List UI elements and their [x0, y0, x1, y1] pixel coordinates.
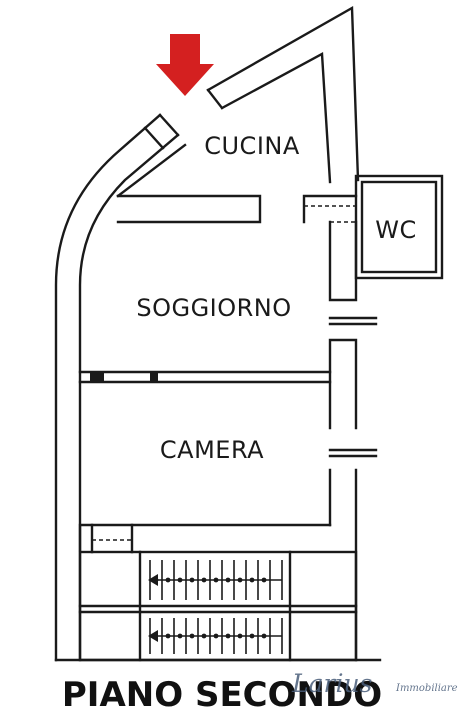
- stair-dot: [249, 633, 255, 639]
- stair-dot: [177, 577, 183, 583]
- living-bedroom-partition: [78, 370, 332, 384]
- stair-divider: [78, 604, 358, 614]
- stair-dot: [201, 633, 207, 639]
- partition-marker-mid: [150, 373, 158, 381]
- stair-dot: [225, 633, 231, 639]
- living-door-gap: [328, 316, 378, 326]
- wc-inner: [360, 180, 438, 274]
- stair-dot: [165, 633, 171, 639]
- kitchen-opening-dash: [304, 205, 356, 223]
- kitchen-diagonal: [116, 143, 187, 198]
- room-label-bedroom: CAMERA: [160, 436, 264, 464]
- stair-dot: [237, 633, 243, 639]
- bedroom-right-wall: [328, 468, 358, 662]
- stair-dots-lower: [148, 630, 267, 642]
- outer-wall-left: [54, 113, 162, 662]
- stair-dot: [213, 577, 219, 583]
- inner-wall-right: [220, 52, 332, 184]
- partition-marker-left: [90, 372, 104, 382]
- stair-dot: [213, 633, 219, 639]
- floor-title: PIANO SECONDO: [62, 675, 382, 715]
- inner-wall-left: [78, 133, 180, 662]
- stair-arrow-head-lower: [148, 630, 158, 642]
- stair-dot: [189, 577, 195, 583]
- partition-fill: [90, 372, 158, 382]
- stair-dot: [225, 577, 231, 583]
- entrance-wall-stub: [143, 113, 180, 150]
- stair-dot: [261, 577, 267, 583]
- living-right-wall: [328, 220, 358, 302]
- bedroom-bottom-wall: [78, 523, 332, 552]
- walls: [54, 5, 444, 662]
- room-label-kitchen: CUCINA: [204, 132, 300, 160]
- room-label-living: SOGGIORNO: [136, 294, 291, 322]
- kitchen-partition: [116, 194, 358, 224]
- stair-dots-upper: [148, 574, 267, 586]
- bedroom-door-gap: [328, 448, 378, 458]
- stair-dot: [261, 633, 267, 639]
- brand-name: Larius: [291, 669, 372, 698]
- stair-dot: [189, 633, 195, 639]
- stair-dot: [177, 633, 183, 639]
- room-label-wc: WC: [375, 216, 417, 244]
- brand-suffix: Immobiliare: [395, 683, 458, 694]
- living-right-wall-lower: [328, 338, 358, 430]
- entrance-arrow-icon: [156, 34, 214, 96]
- dashed-openings: [92, 200, 357, 541]
- stair-dot: [165, 577, 171, 583]
- stair-arrow-head-upper: [148, 574, 158, 586]
- outer-wall-right: [206, 5, 360, 182]
- stair-dot: [237, 577, 243, 583]
- stair-dot: [201, 577, 207, 583]
- stair-dot: [249, 577, 255, 583]
- entrance-wall-stub-right: [206, 88, 224, 110]
- stair-sides: [90, 523, 292, 662]
